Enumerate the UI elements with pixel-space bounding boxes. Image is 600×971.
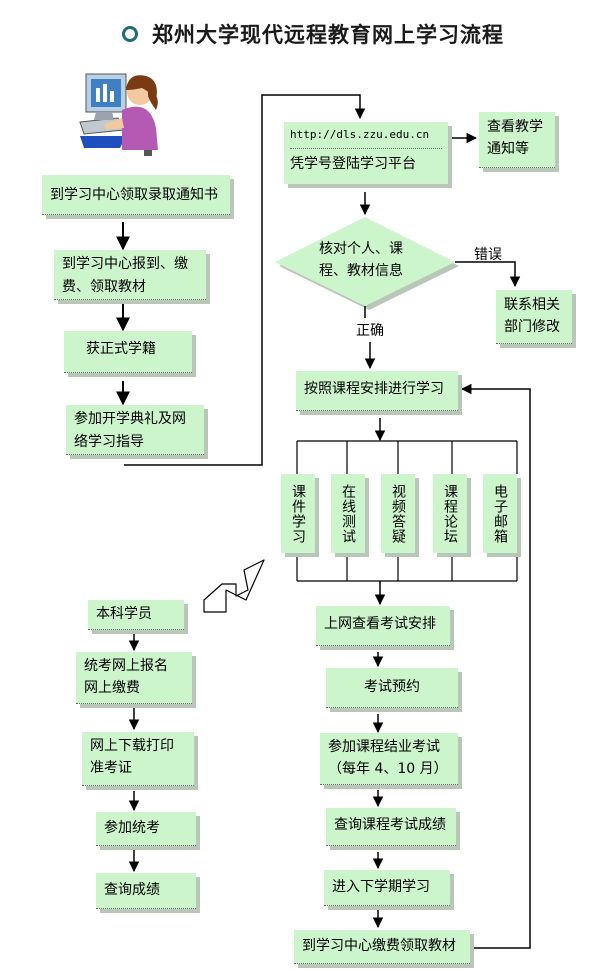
step-register-pay-line2: 费、领取教材 xyxy=(62,279,146,295)
undergrad-query-result-label: 查询成绩 xyxy=(104,882,160,898)
check-info-line1: 核对个人、课 xyxy=(319,241,403,257)
exam-reservation: 考试预约 xyxy=(326,668,458,708)
study-item-forum: 课程论坛 xyxy=(433,474,467,553)
error-label: 错误 xyxy=(474,247,502,263)
study-item-email: 电子邮箱 xyxy=(483,474,517,553)
title-text: 郑州大学现代远程教育网上学习流程 xyxy=(152,23,504,47)
title-bullet-icon xyxy=(122,26,138,42)
step-get-status: 获正式学籍 xyxy=(64,331,192,373)
undergrad-attend-exam: 参加统考 xyxy=(96,812,196,846)
undergrad-title-label: 本科学员 xyxy=(96,606,152,622)
view-notice: 查看教学 通知等 xyxy=(479,112,555,168)
contact-dept-line1: 联系相关 xyxy=(504,297,560,313)
final-exam-line2: （每年 4、10 月） xyxy=(328,761,448,777)
contact-dept: 联系相关 部门修改 xyxy=(496,290,572,344)
undergrad-register: 统考网上报名 网上缴费 xyxy=(76,652,192,704)
query-course-scores-label: 查询课程考试成绩 xyxy=(334,817,446,833)
study-item-courseware: 课件学习 xyxy=(281,474,315,553)
step-register-pay-line1: 到学习中心报到、缴 xyxy=(62,256,188,272)
pay-get-textbooks-label: 到学习中心缴费领取教材 xyxy=(302,938,456,954)
undergrad-query-result: 查询成绩 xyxy=(96,873,196,909)
next-term-label: 进入下学期学习 xyxy=(332,879,430,895)
study-arrange-label: 按照课程安排进行学习 xyxy=(304,381,444,397)
view-exam-schedule: 上网查看考试安排 xyxy=(316,606,450,646)
undergrad-register-line2: 网上缴费 xyxy=(84,680,140,696)
check-info-line2: 程、教材信息 xyxy=(319,263,403,279)
platform-login: http://dls.zzu.edu.cn 凭学号登陆学习平台 xyxy=(284,122,448,184)
view-exam-schedule-label: 上网查看考试安排 xyxy=(324,616,436,632)
undergrad-download-ticket-line2: 准考证 xyxy=(90,760,132,776)
final-exam-line1: 参加课程结业考试 xyxy=(328,739,440,755)
step-orientation-line2: 络学习指导 xyxy=(74,434,144,450)
correct-label: 正确 xyxy=(356,323,384,339)
platform-login-label: 凭学号登陆学习平台 xyxy=(290,148,442,177)
exam-reservation-label: 考试预约 xyxy=(364,679,420,695)
student-at-computer-icon xyxy=(79,73,158,156)
contact-dept-line2: 部门修改 xyxy=(504,319,560,335)
view-notice-line1: 查看教学 xyxy=(487,119,543,135)
check-info: 核对个人、课 程、教材信息 xyxy=(300,238,422,282)
study-item-video-qa: 视频答疑 xyxy=(381,474,415,553)
step-get-status-label: 获正式学籍 xyxy=(86,341,156,357)
query-course-scores: 查询课程考试成绩 xyxy=(326,808,456,846)
page-title: 郑州大学现代远程教育网上学习流程 xyxy=(122,18,504,50)
step-receive-notice: 到学习中心领取录取通知书 xyxy=(42,175,230,215)
next-term: 进入下学期学习 xyxy=(324,870,450,906)
undergrad-register-line1: 统考网上报名 xyxy=(84,658,168,674)
step-orientation-line1: 参加开学典礼及网 xyxy=(74,411,186,427)
view-notice-line2: 通知等 xyxy=(487,141,529,157)
step-orientation: 参加开学典礼及网 络学习指导 xyxy=(66,405,204,455)
undergrad-attend-exam-label: 参加统考 xyxy=(104,820,160,836)
check-diamond xyxy=(275,217,455,306)
undergrad-download-ticket-line1: 网上下载打印 xyxy=(90,738,174,754)
undergrad-title: 本科学员 xyxy=(88,600,184,630)
platform-url: http://dls.zzu.edu.cn xyxy=(290,128,430,141)
undergrad-download-ticket: 网上下载打印 准考证 xyxy=(82,732,194,786)
pay-get-textbooks: 到学习中心缴费领取教材 xyxy=(294,930,470,964)
study-arrange: 按照课程安排进行学习 xyxy=(296,371,458,411)
step-register-pay: 到学习中心报到、缴 费、领取教材 xyxy=(54,250,206,300)
back-arrow-icon xyxy=(203,559,265,613)
step-receive-notice-label: 到学习中心领取录取通知书 xyxy=(50,187,218,203)
study-item-online-test: 在线测试 xyxy=(331,474,365,553)
final-exam: 参加课程结业考试 （每年 4、10 月） xyxy=(320,733,458,785)
